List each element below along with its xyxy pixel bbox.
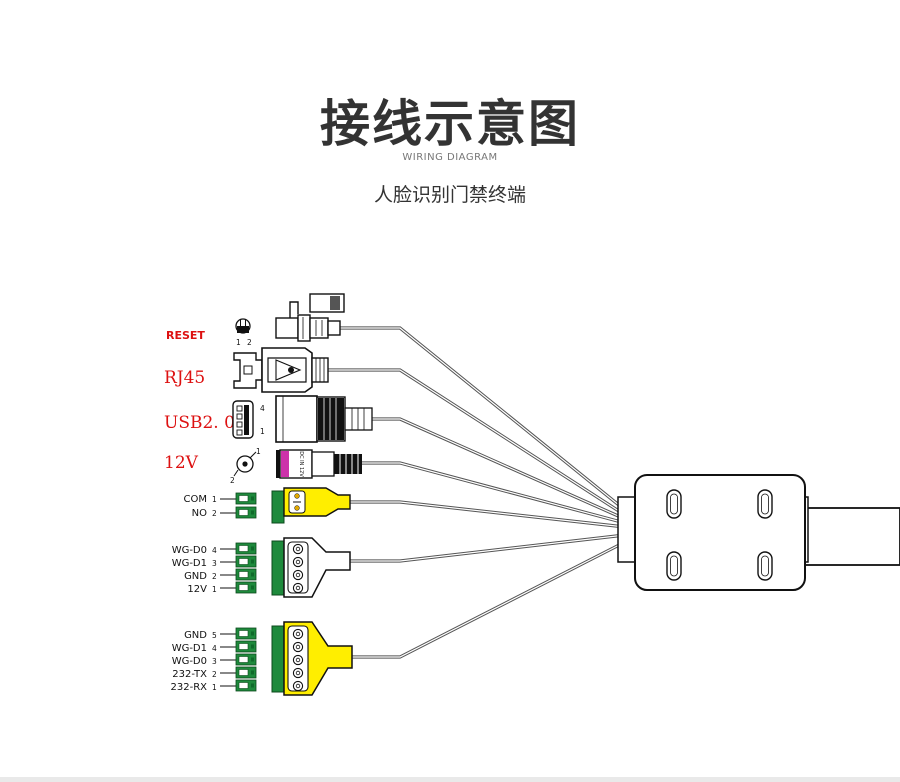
usb-pin-1: 1 [260,427,265,436]
serial-pin-5-num: 5 [212,631,217,640]
page-subtitle: WIRING DIAGRAM [402,152,498,163]
bottom-divider [0,777,900,782]
serial-pin-5-label: GND [184,630,207,641]
reset-pin-1: 1 [236,338,241,347]
reset-port: RESET 1 2 [166,293,345,347]
serial-pin-1-label: 232-RX [171,682,208,693]
serial-pin-4-num: 4 [212,644,217,653]
wg-pin-4-num: 4 [212,546,217,555]
wg-pin-3-label: WG-D1 [172,558,207,569]
cable-bundle [326,326,627,659]
serial-pin-1-num: 1 [212,683,217,692]
wiegand-terminal: WG-D0 4 WG-D1 3 GND 2 12V 1 [172,537,351,598]
cable-relay [348,500,627,529]
dc-in-text: DC IN 12V [298,451,304,477]
usb-label: USB2. 0 [164,413,235,433]
wg-pin-1-label: 12V [187,584,207,595]
power-label: 12V [164,453,199,473]
main-cable-housing [617,474,900,591]
wg-pin-1-num: 1 [212,585,217,594]
page-title: 接线示意图 [320,95,580,153]
relay-terminal: COM 1 NO 2 [184,487,351,524]
wg-pin-3-num: 3 [212,559,217,568]
cable-wiegand [348,533,627,563]
power-pin-1: 1 [256,447,261,456]
relay-pin-no-label: NO [192,508,207,519]
wg-pin-4-label: WG-D0 [172,545,207,556]
serial-pin-2-num: 2 [212,670,217,679]
serial-pin-3-label: WG-D0 [172,656,207,667]
usb-socket-icon [232,400,254,439]
serial-pin-3-num: 3 [212,657,217,666]
usb-pin-4: 4 [260,404,265,413]
relay-pin-com-num: 1 [212,495,217,504]
device-name: 人脸识别门禁终端 [373,184,526,206]
reset-pin-2: 2 [247,338,252,347]
wg-pin-2-label: GND [184,571,207,582]
wg-pin-2-num: 2 [212,572,217,581]
serial-pin-4-label: WG-D1 [172,643,207,654]
reset-label: RESET [166,329,205,342]
serial-pin-2-label: 232-TX [172,669,207,680]
relay-pin-com-label: COM [184,494,207,505]
power-pin-2: 2 [230,476,235,485]
power-port: 12V 1 2 DC IN 12V [164,447,362,485]
rj45-port: RJ45 [164,347,329,393]
usb-port: USB2. 0 4 1 [164,395,373,443]
rj45-label: RJ45 [164,368,205,388]
relay-pin-no-num: 2 [212,509,217,518]
cable-serial [350,540,627,659]
serial-terminal: GND 5 WG-D1 4 WG-D0 3 232-TX 2 232-RX 1 [171,621,353,696]
cable-power [360,461,627,525]
